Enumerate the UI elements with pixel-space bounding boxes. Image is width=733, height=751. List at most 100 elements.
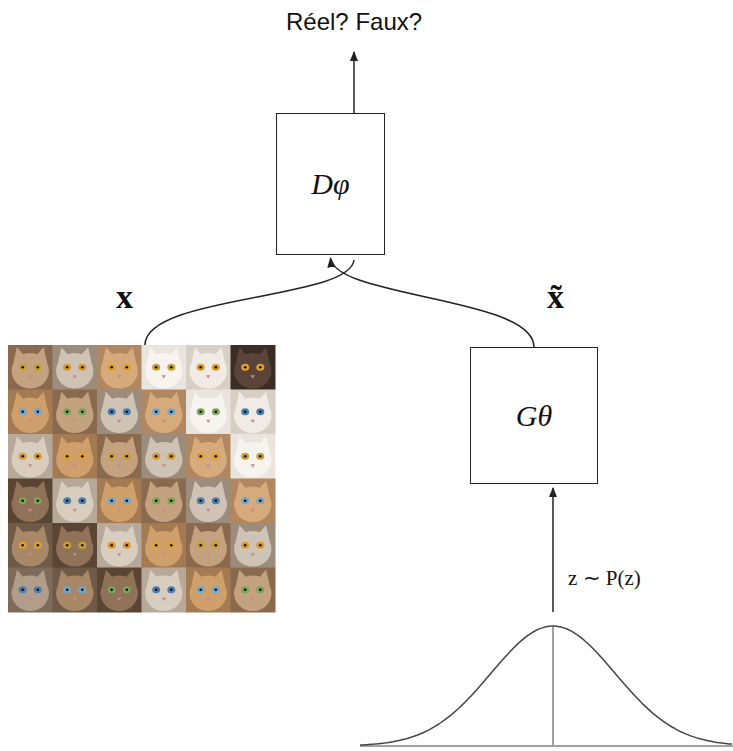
real-data-line xyxy=(145,260,354,345)
cat-ear xyxy=(80,436,92,452)
cat-eye xyxy=(78,586,86,593)
cat-tile xyxy=(97,523,142,568)
cat-ear xyxy=(102,525,114,541)
cat-ear xyxy=(214,481,226,497)
cat-tile xyxy=(53,479,98,524)
cat-eye xyxy=(19,453,27,460)
cat-ear xyxy=(102,481,114,497)
cat-ear xyxy=(191,392,203,408)
cat-tile xyxy=(186,434,231,479)
cat-ear xyxy=(36,347,48,363)
network-name: Gθ xyxy=(516,399,552,433)
cat-tile xyxy=(8,523,53,568)
gaussian-curve xyxy=(360,626,732,745)
cat-nose xyxy=(73,553,77,556)
cat-ear xyxy=(80,525,92,541)
cat-tile xyxy=(8,568,53,613)
cat-eye xyxy=(19,408,27,415)
cat-eye xyxy=(19,586,27,593)
cat-tile xyxy=(142,568,187,613)
cat-nose xyxy=(117,375,121,378)
cat-pupil xyxy=(155,544,158,547)
cat-eye xyxy=(241,497,249,504)
cat-pupil xyxy=(81,544,84,547)
cat-ear xyxy=(169,347,181,363)
cat-tile xyxy=(186,390,231,435)
cat-pupil xyxy=(36,410,39,413)
cat-pupil xyxy=(36,455,39,458)
cat-ear xyxy=(125,392,137,408)
cat-tile xyxy=(231,523,276,568)
cat-ear xyxy=(236,570,248,586)
cat-ear xyxy=(236,347,248,363)
cat-tile xyxy=(53,434,98,479)
cat-eye xyxy=(152,453,160,460)
gaussian-base xyxy=(360,746,733,747)
cat-tile xyxy=(231,434,276,479)
cat-ear xyxy=(147,570,159,586)
cat-nose xyxy=(28,509,32,512)
cat-nose xyxy=(117,598,121,601)
cat-ear xyxy=(258,570,270,586)
cat-ear xyxy=(258,481,270,497)
cat-pupil xyxy=(21,544,24,547)
cat-ear xyxy=(36,570,48,586)
cat-ear xyxy=(36,481,48,497)
cat-ear xyxy=(169,436,181,452)
cat-eye xyxy=(241,364,249,371)
cat-eye xyxy=(123,542,131,549)
cat-eye xyxy=(108,542,116,549)
cat-tile xyxy=(97,390,142,435)
cat-nose xyxy=(28,553,32,556)
cat-nose xyxy=(162,464,166,467)
cat-tile xyxy=(142,345,187,390)
cat-ear xyxy=(191,570,203,586)
cat-ear xyxy=(258,436,270,452)
cat-nose xyxy=(73,420,77,423)
cat-nose xyxy=(73,464,77,467)
cat-eye xyxy=(212,586,220,593)
cat-eye xyxy=(212,408,220,415)
cat-pupil xyxy=(244,499,247,502)
cat-eye xyxy=(34,364,42,371)
network-box: Gθ xyxy=(470,347,598,484)
cat-pupil xyxy=(110,499,113,502)
cat-pupil xyxy=(244,455,247,458)
cat-pupil xyxy=(170,455,173,458)
cat-nose xyxy=(251,375,255,378)
cat-tile xyxy=(142,390,187,435)
cat-eye xyxy=(256,408,264,415)
cat-eye xyxy=(34,586,42,593)
cat-ear xyxy=(147,392,159,408)
cat-pupil xyxy=(81,588,84,591)
cat-tile xyxy=(97,345,142,390)
cat-ear xyxy=(169,392,181,408)
cat-pupil xyxy=(199,455,202,458)
cat-pupil xyxy=(66,410,69,413)
cat-pupil xyxy=(125,455,128,458)
cat-pupil xyxy=(21,499,24,502)
cat-eye xyxy=(108,453,116,460)
cat-nose xyxy=(162,598,166,601)
cat-ear xyxy=(236,481,248,497)
cat-eye xyxy=(241,453,249,460)
cat-tile xyxy=(186,523,231,568)
cat-eye xyxy=(34,408,42,415)
cat-eye xyxy=(241,586,249,593)
cat-ear xyxy=(169,570,181,586)
cat-pupil xyxy=(259,455,262,458)
cat-ear xyxy=(191,525,203,541)
cat-ear xyxy=(58,525,70,541)
cat-eye xyxy=(123,364,131,371)
cat-eye xyxy=(197,542,205,549)
cat-nose xyxy=(117,464,121,467)
cat-eye xyxy=(78,497,86,504)
cat-ear xyxy=(169,525,181,541)
cat-eye xyxy=(152,542,160,549)
cat-pupil xyxy=(199,544,202,547)
cat-ear xyxy=(13,525,25,541)
cat-eye xyxy=(167,453,175,460)
cat-eye xyxy=(63,408,71,415)
cat-pupil xyxy=(110,410,113,413)
cat-pupil xyxy=(244,366,247,369)
